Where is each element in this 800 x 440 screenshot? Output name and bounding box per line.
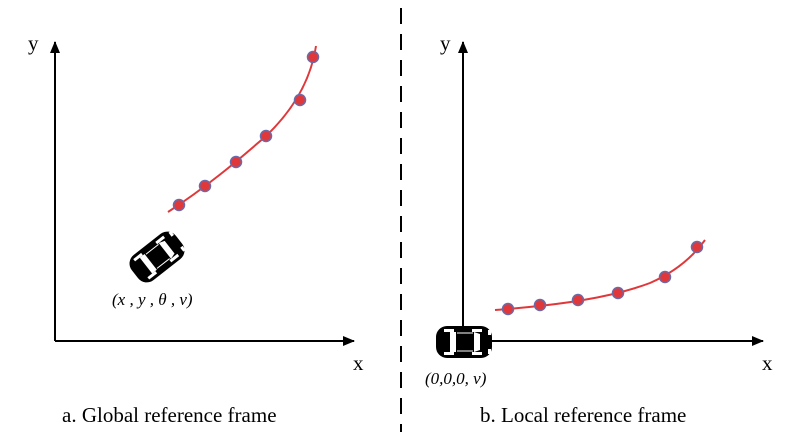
car-icon — [124, 226, 190, 288]
local-trajectory — [494, 239, 706, 311]
local-y-axis-label: y — [440, 31, 451, 55]
local-x-axis-label: x — [762, 351, 773, 375]
global-frame-panel: y x (x , y , θ , v) a. Global reference … — [28, 31, 364, 427]
waypoint-marker — [571, 293, 585, 307]
waypoint-marker — [229, 155, 243, 169]
waypoint-marker — [293, 93, 307, 107]
waypoint-marker — [259, 129, 273, 143]
waypoint-marker — [533, 298, 547, 312]
local-frame-caption: b. Local reference frame — [480, 403, 686, 427]
global-trajectory — [167, 45, 317, 213]
local-waypoints — [501, 240, 704, 316]
waypoint-marker — [172, 198, 186, 212]
local-vehicle-state-label: (0,0,0, v) — [425, 369, 487, 388]
global-waypoints — [172, 50, 320, 212]
global-y-axis-label: y — [28, 31, 39, 55]
global-vehicle-state-label: (x , y , θ , v) — [112, 290, 193, 309]
waypoint-marker — [198, 179, 212, 193]
waypoint-marker — [306, 50, 320, 64]
waypoint-marker — [658, 270, 672, 284]
waypoint-marker — [501, 302, 515, 316]
waypoint-marker — [690, 240, 704, 254]
car-icon — [435, 325, 493, 359]
local-frame-panel: y x (0,0,0, v) b. Local reference frame — [425, 31, 773, 427]
global-frame-caption: a. Global reference frame — [62, 403, 277, 427]
global-x-axis-label: x — [353, 351, 364, 375]
waypoint-marker — [611, 286, 625, 300]
